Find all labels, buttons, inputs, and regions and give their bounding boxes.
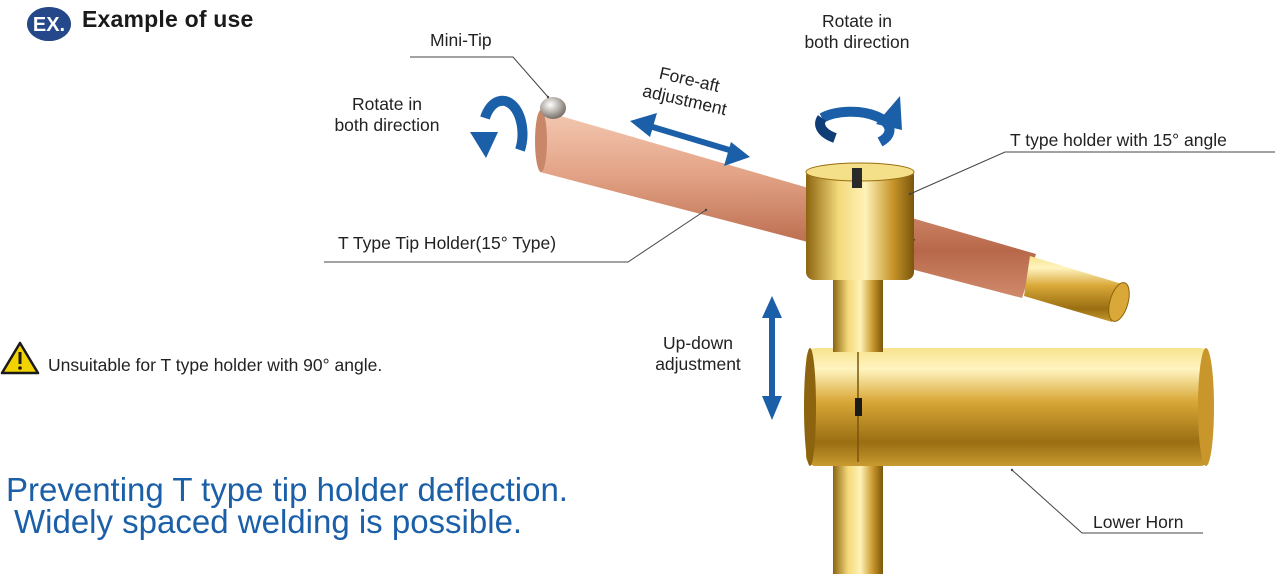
lower-horn-bottom-post [833, 462, 883, 574]
svg-text:EX.: EX. [33, 14, 65, 36]
vertical-post [833, 278, 883, 352]
mini-tip-label: Mini-Tip [430, 30, 492, 50]
leader-lines [324, 56, 1275, 534]
page-title: Example of use [82, 6, 254, 32]
up-down-label: Up-down adjustment [642, 333, 754, 375]
fore-aft-arrow [630, 113, 750, 166]
warning-triangle-icon [0, 341, 40, 375]
rotate-left-label-line2: both direction [334, 115, 440, 135]
end-cap [1024, 256, 1130, 322]
mini-tip [540, 97, 566, 119]
up-down-label-line1: Up-down [662, 333, 734, 353]
headline-line2: Widely spaced welding is possible. [14, 503, 523, 540]
rotate-top-label: Rotate in both direction [790, 11, 924, 53]
rotate-top-label-line1: Rotate in [821, 11, 893, 31]
ex-badge-icon: EX. [27, 7, 71, 41]
headline-line1: Preventing T type tip holder deflection. [6, 471, 568, 508]
rotate-left-label-line1: Rotate in [351, 94, 423, 114]
up-down-label-line2: adjustment [655, 354, 741, 374]
rotate-top-arrow [815, 96, 902, 147]
lower-horn-label: Lower Horn [1093, 512, 1184, 532]
t-holder-15-label: T type holder with 15° angle [1010, 130, 1227, 150]
ex-badge: EX. [26, 6, 72, 42]
up-down-arrow [762, 296, 782, 420]
t-holder-collar [805, 162, 915, 280]
tip-holder-label: T Type Tip Holder(15° Type) [338, 233, 557, 253]
lower-horn [804, 348, 1214, 466]
tip-holder-arm [535, 110, 1036, 298]
rotate-left-arrow [470, 95, 528, 158]
rotate-top-label-line2: both direction [804, 32, 910, 52]
rotate-left-label: Rotate in both direction [320, 94, 454, 136]
warning-text: Unsuitable for T type holder with 90° an… [48, 355, 383, 375]
